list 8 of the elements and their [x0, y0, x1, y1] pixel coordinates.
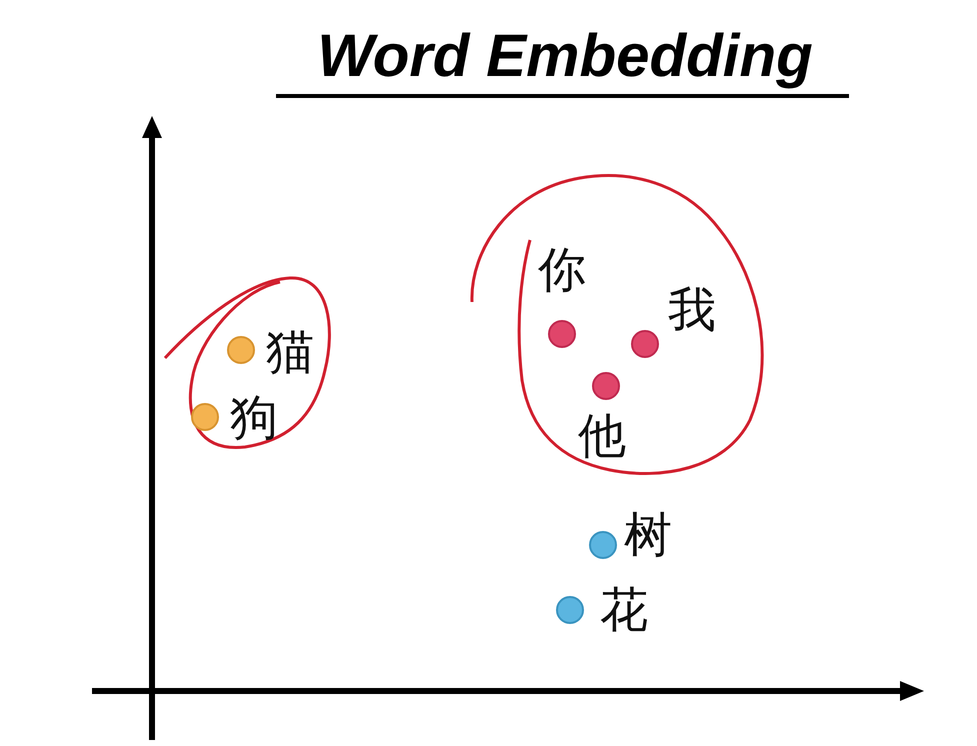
word-label: 猫	[266, 328, 314, 376]
word-label: 你	[538, 246, 586, 294]
word-label: 狗	[230, 394, 278, 442]
word-label: 树	[624, 511, 672, 559]
word-label: 我	[668, 286, 716, 334]
diagram-title: Word Embedding	[316, 21, 814, 91]
word-label: 花	[600, 586, 648, 634]
word-label: 他	[578, 412, 626, 460]
